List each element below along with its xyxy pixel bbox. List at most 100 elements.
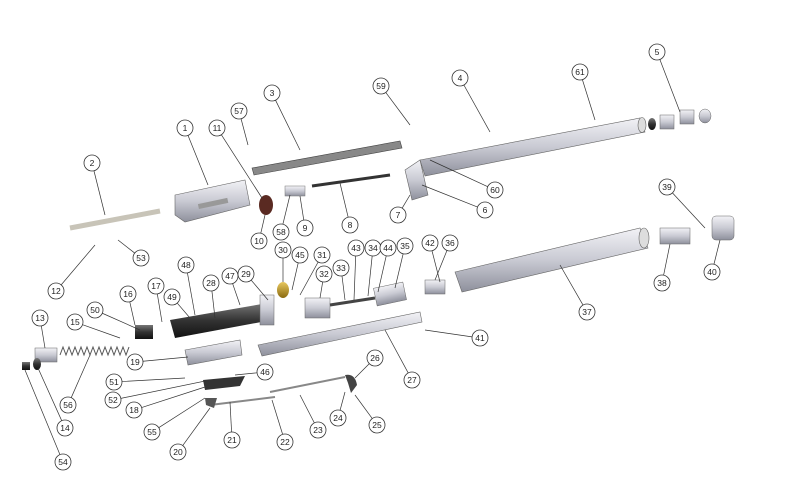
callout-circle: [274, 241, 292, 259]
callout-number: 50: [90, 305, 100, 315]
callout-number: 44: [383, 243, 393, 253]
callout-number: 53: [136, 253, 146, 263]
callout-circle: [389, 206, 407, 224]
callout-number: 46: [260, 367, 270, 377]
part-air-cylinder: [454, 227, 649, 293]
callout-59: 59: [372, 77, 390, 95]
callout-number: 23: [313, 425, 323, 435]
callout-number: 61: [575, 67, 585, 77]
leader-line: [713, 239, 721, 265]
leader-line: [234, 372, 258, 376]
callout-number: 28: [206, 278, 216, 288]
callout-29: 29: [237, 265, 255, 283]
callout-number: 43: [351, 243, 361, 253]
leader-line: [299, 261, 319, 296]
callout-8: 8: [341, 216, 359, 234]
callout-number: 55: [147, 427, 157, 437]
callout-circle: [578, 303, 596, 321]
callout-21: 21: [223, 431, 241, 449]
callout-number: 5: [655, 47, 660, 57]
callout-number: 21: [227, 435, 237, 445]
callout-number: 41: [475, 333, 485, 343]
callout-circle: [104, 391, 122, 409]
leader-line: [221, 134, 263, 199]
callout-18: 18: [125, 401, 143, 419]
callout-13: 13: [31, 309, 49, 327]
callout-number: 25: [372, 420, 382, 430]
leader-line: [424, 329, 473, 338]
callout-22: 22: [276, 433, 294, 451]
callout-17: 17: [147, 277, 165, 295]
leader-line: [37, 367, 63, 421]
callout-circle: [208, 119, 226, 137]
callout-28: 28: [202, 274, 220, 292]
callout-circle: [126, 353, 144, 371]
part-outer-tube: [419, 117, 646, 177]
callout-53: 53: [132, 249, 150, 267]
callout-number: 45: [295, 250, 305, 260]
leader-line: [582, 79, 596, 121]
callout-circle: [119, 285, 137, 303]
callout-circle: [653, 274, 671, 292]
callout-circle: [263, 84, 281, 102]
leader-line: [158, 397, 206, 428]
callout-9: 9: [296, 219, 314, 237]
callout-45: 45: [291, 246, 309, 264]
callout-circle: [366, 349, 384, 367]
callout-5: 5: [648, 43, 666, 61]
callout-number: 22: [280, 437, 290, 447]
callout-circle: [176, 119, 194, 137]
callout-number: 2: [90, 158, 95, 168]
leader-line: [385, 92, 411, 126]
callout-circle: [147, 277, 165, 295]
leader-line: [672, 192, 706, 229]
callout-41: 41: [471, 329, 489, 347]
callout-44: 44: [379, 239, 397, 257]
leader-line: [93, 170, 106, 216]
part-main-spring: [59, 345, 130, 357]
callout-circle: [56, 419, 74, 437]
part-receiver: [174, 179, 251, 223]
callout-number: 24: [333, 413, 343, 423]
callout-57: 57: [230, 102, 248, 120]
callout-circle: [476, 201, 494, 219]
leader-line: [229, 401, 232, 433]
callout-circle: [163, 288, 181, 306]
callout-number: 14: [60, 423, 70, 433]
leader-line: [156, 293, 163, 323]
callout-24: 24: [329, 409, 347, 427]
callout-50: 50: [86, 301, 104, 319]
callout-52: 52: [104, 391, 122, 409]
callout-43: 43: [347, 239, 365, 257]
callout-number: 26: [370, 353, 380, 363]
callout-number: 54: [58, 457, 68, 467]
leader-line: [117, 239, 135, 254]
callout-circle: [372, 77, 390, 95]
leader-line: [40, 325, 46, 349]
leader-line: [82, 324, 121, 339]
callout-number: 1: [183, 123, 188, 133]
callout-number: 39: [662, 182, 672, 192]
callout-number: 30: [278, 245, 288, 255]
leader-line: [70, 354, 91, 398]
leader-line: [353, 255, 357, 301]
leader-line: [260, 214, 266, 234]
callout-number: 56: [63, 400, 73, 410]
leader-line: [182, 407, 211, 446]
part-breech-tube: [170, 303, 272, 338]
leader-line: [60, 244, 96, 286]
callout-circle: [54, 453, 72, 471]
callout-number: 13: [35, 313, 45, 323]
leader-line: [463, 84, 491, 133]
callout-number: 51: [109, 377, 119, 387]
leader-line: [299, 394, 315, 424]
callout-circle: [272, 223, 290, 241]
part-trigger-rail: [257, 311, 423, 357]
callout-circle: [571, 63, 589, 81]
callout-number: 17: [151, 281, 161, 291]
callout-circle: [143, 423, 161, 441]
leader-line: [394, 253, 404, 289]
leader-line: [271, 399, 283, 435]
callout-10: 10: [250, 232, 268, 250]
